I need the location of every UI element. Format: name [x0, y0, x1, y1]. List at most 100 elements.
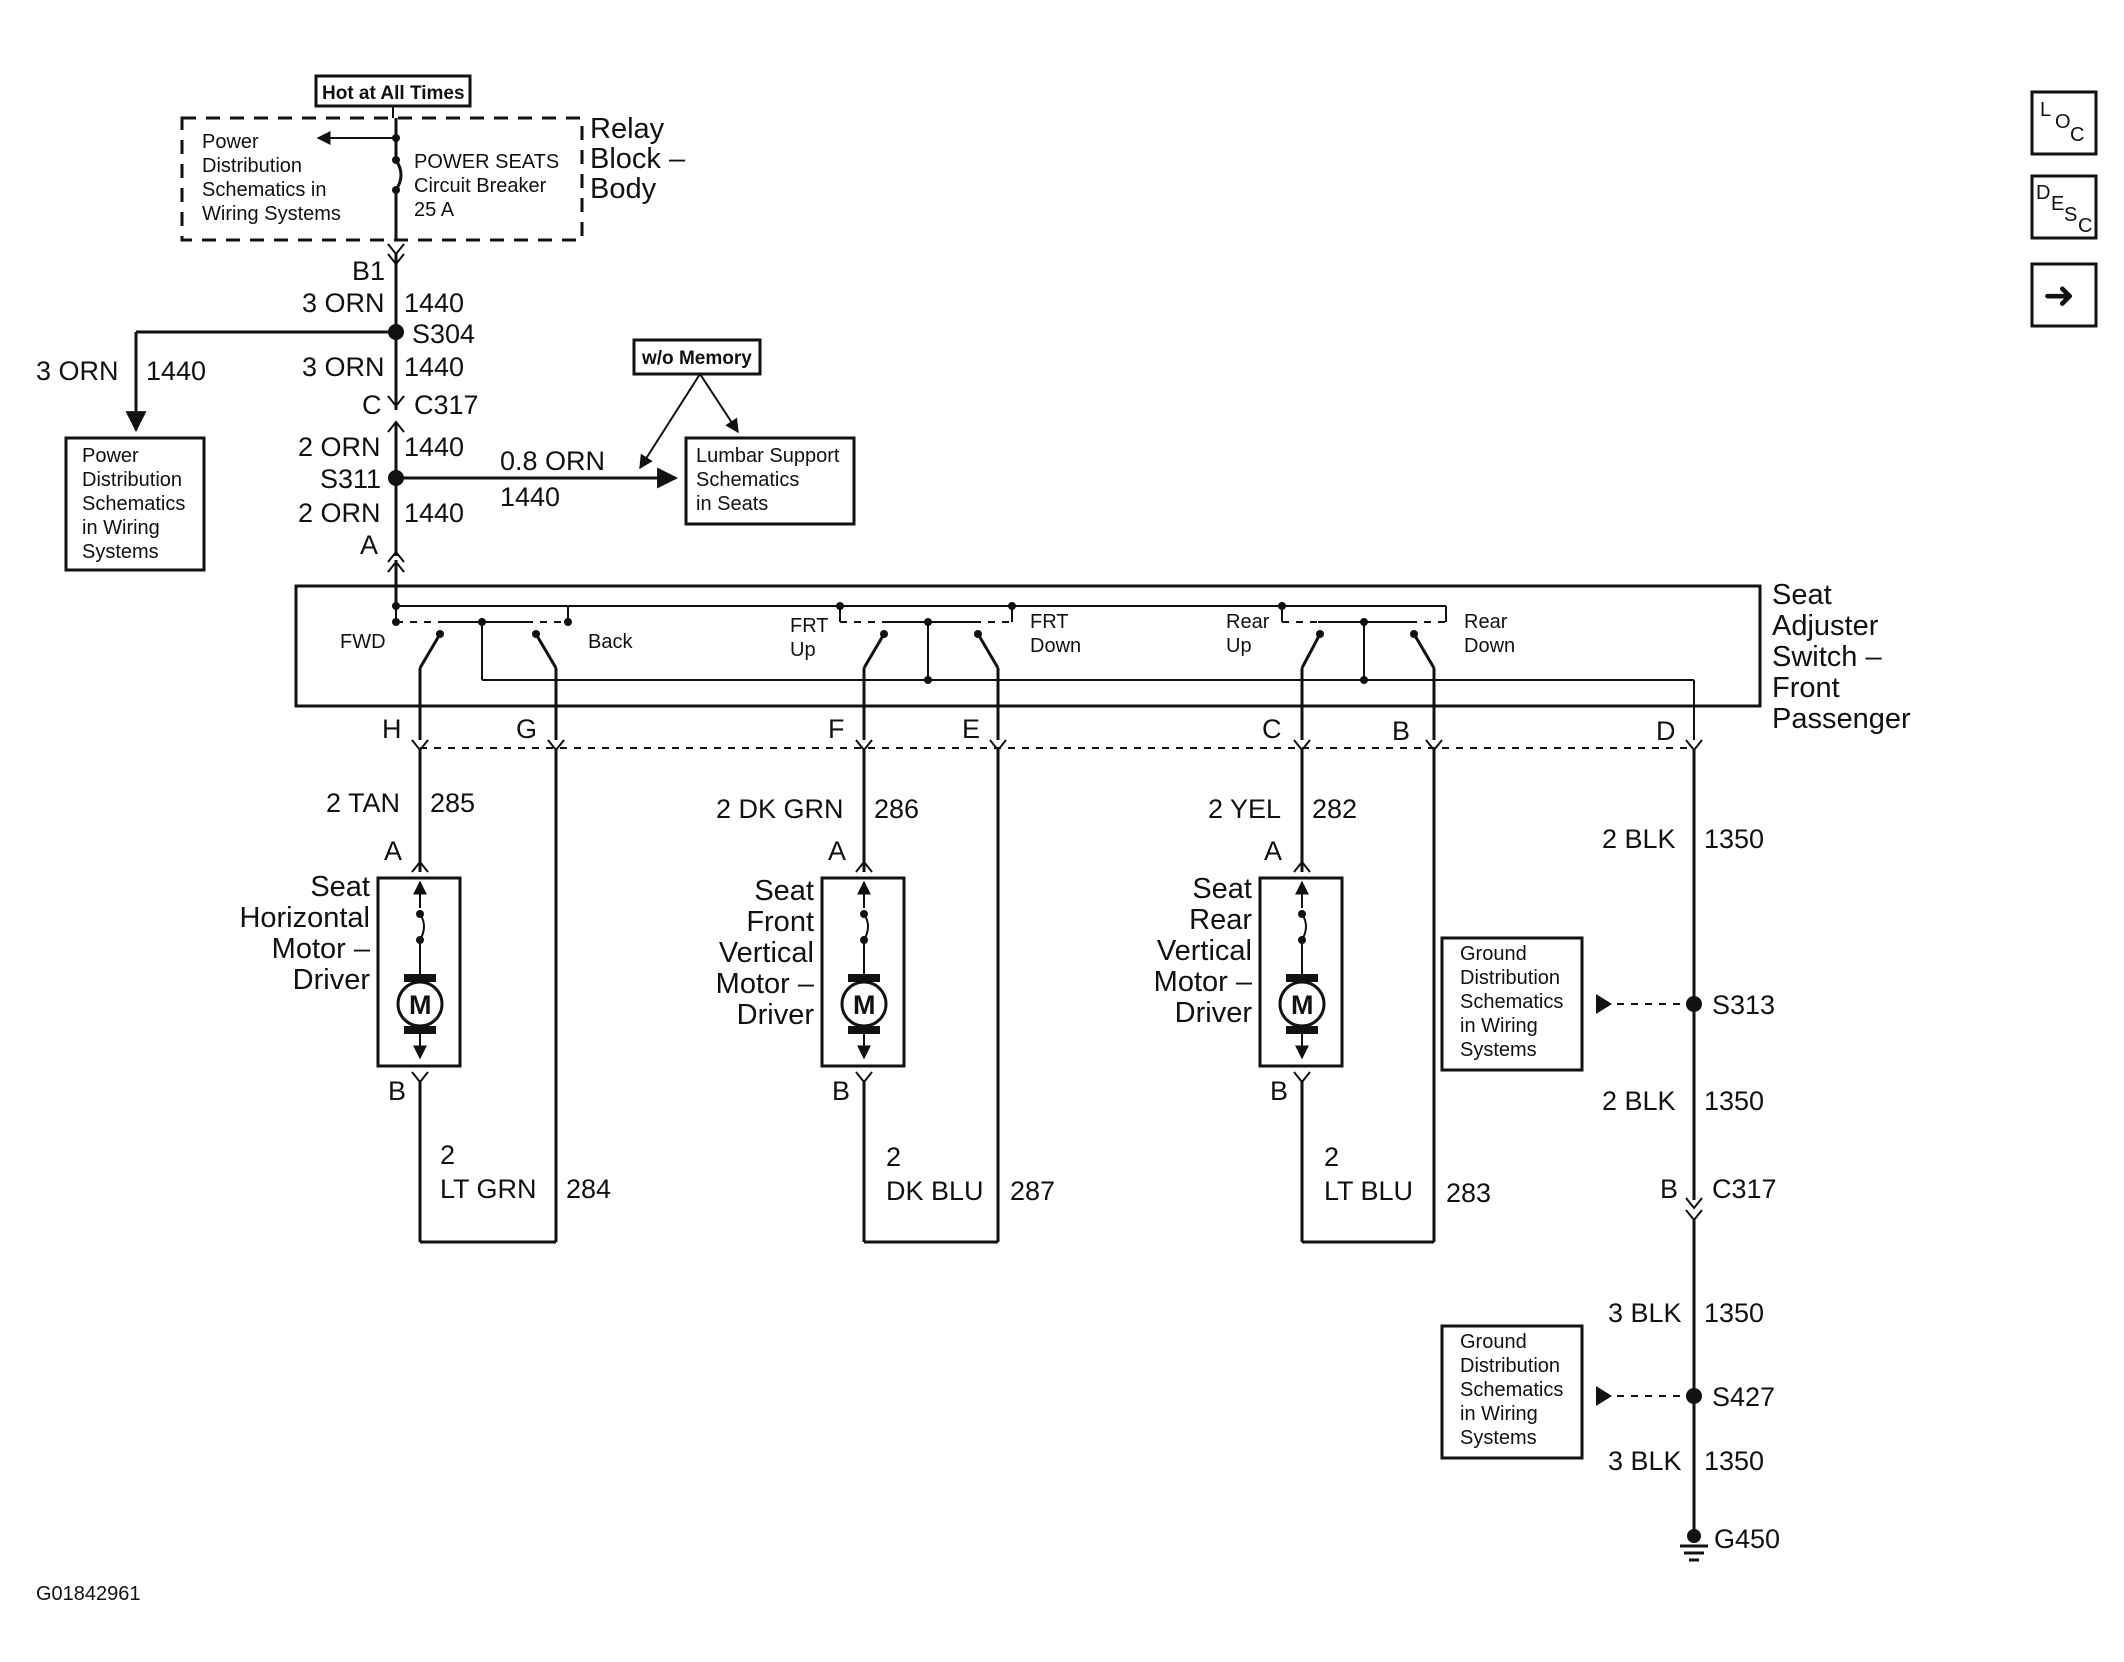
seat-horizontal-motor-label: Seat Horizontal Motor – Driver [239, 871, 370, 996]
splice-s304-label: S304 [412, 319, 475, 349]
wire-circuit-1440-b: 1440 [404, 352, 464, 382]
svg-text:Power: Power [202, 131, 259, 153]
svg-text:Circuit Breaker: Circuit Breaker [414, 175, 547, 197]
svg-text:Down: Down [1030, 635, 1081, 657]
svg-text:Up: Up [1226, 635, 1252, 657]
wire-color-1440-b: 3 ORN [302, 352, 385, 382]
svg-text:Front: Front [1772, 672, 1840, 704]
svg-text:Wiring Systems: Wiring Systems [202, 203, 341, 225]
ground-distribution-ref-2[interactable] [1440, 1324, 1584, 1460]
wire-circuit-285: 285 [430, 788, 475, 818]
switch-pin-d: D [1656, 716, 1676, 746]
seat-front-vertical-motor-circuit: 2 DK GRN 286 A M Seat Front Vertical Mot… [716, 750, 1055, 1244]
svg-text:M: M [409, 990, 432, 1020]
wire-color-1440-a: 3 ORN [302, 288, 385, 318]
svg-text:Horizontal: Horizontal [239, 902, 370, 934]
svg-text:Rear: Rear [1226, 611, 1270, 633]
wo-memory-box [632, 338, 762, 376]
loc-letter-l: L [2040, 99, 2051, 121]
lumbar-support-ref[interactable] [684, 436, 856, 526]
lumbar-wire-circuit: 1440 [500, 482, 560, 512]
circuit-breaker-label: POWER SEATS Circuit Breaker 25 A [414, 151, 559, 221]
seat-rear-vertical-motor-circuit: 2 YEL 282 A M Seat Rear Vertical Motor –… [1154, 750, 1491, 1244]
splice-s313-label: S313 [1712, 990, 1775, 1020]
svg-text:Distribution: Distribution [1460, 967, 1560, 989]
svg-text:Seat: Seat [310, 871, 370, 903]
svg-text:in Wiring: in Wiring [1460, 1015, 1538, 1037]
svg-text:in Wiring: in Wiring [82, 517, 160, 539]
left-wire-circuit: 1440 [146, 356, 206, 386]
connector-c317-bottom-label: C317 [1712, 1174, 1777, 1204]
wire-circuit-1350-a: 1350 [1704, 824, 1764, 854]
wire-circuit-1440-a: 1440 [404, 288, 464, 318]
relay-block-label: Relay Block – Body [590, 113, 686, 205]
svg-text:Seat: Seat [1772, 579, 1832, 611]
svg-text:Adjuster: Adjuster [1772, 610, 1879, 642]
desc-button[interactable]: D E S C [2030, 174, 2098, 240]
power-distribution-ref-left[interactable] [64, 436, 206, 572]
splice-s311-label: S311 [320, 464, 381, 494]
wire-color-284: LT GRN [440, 1174, 537, 1204]
svg-text:Driver: Driver [1175, 997, 1253, 1029]
switch-pin-h: H [382, 714, 402, 744]
ground-g450-icon [1680, 1529, 1708, 1562]
motor-horizontal-pin-a: A [384, 836, 402, 866]
hot-at-all-times-label: Hot at All Times [322, 83, 465, 104]
svg-text:in Seats: in Seats [696, 493, 768, 515]
svg-text:Distribution: Distribution [82, 469, 182, 491]
hot-at-all-times-box [314, 74, 472, 108]
wire-gauge-283: 2 [1324, 1142, 1339, 1172]
switch-pin-e: E [962, 714, 980, 744]
desc-letter-e: E [2051, 193, 2064, 215]
svg-text:FRT: FRT [1030, 611, 1069, 633]
loc-letter-c: C [2070, 124, 2084, 146]
switch-pin-f: F [828, 714, 845, 744]
svg-text:FRT: FRT [790, 615, 829, 637]
switch-rear-down-label: Rear Down [1464, 611, 1515, 657]
svg-text:Switch –: Switch – [1772, 641, 1882, 673]
svg-text:Driver: Driver [293, 964, 371, 996]
ground-distribution-ref-1[interactable] [1440, 936, 1584, 1072]
svg-text:Lumbar Support: Lumbar Support [696, 445, 840, 467]
svg-text:Body: Body [590, 173, 657, 205]
connector-c317-bottom-pin: B [1660, 1174, 1678, 1204]
lumbar-wire-color: 0.8 ORN [500, 446, 605, 476]
seat-adjuster-switch [294, 584, 1762, 708]
left-wire-color: 3 ORN [36, 356, 119, 386]
svg-text:Ground: Ground [1460, 1331, 1527, 1353]
arrow-right-icon: ➜ [2043, 275, 2075, 317]
wire-circuit-1440-c: 1440 [404, 432, 464, 462]
wire-circuit-286: 286 [874, 794, 919, 824]
svg-text:Schematics: Schematics [696, 469, 799, 491]
svg-text:Schematics: Schematics [1460, 991, 1563, 1013]
svg-text:Distribution: Distribution [202, 155, 302, 177]
power-distribution-ref-top[interactable]: Power Distribution Schematics in Wiring … [202, 131, 341, 225]
svg-text:Front: Front [746, 906, 814, 938]
switch-back-label: Back [588, 631, 633, 653]
splice-s427-label: S427 [1712, 1382, 1775, 1412]
wire-circuit-283: 283 [1446, 1178, 1491, 1208]
loc-button[interactable]: L O C [2030, 90, 2098, 156]
svg-text:Motor –: Motor – [716, 968, 815, 1000]
wire-circuit-282: 282 [1312, 794, 1357, 824]
svg-text:Power: Power [82, 445, 139, 467]
svg-text:Motor –: Motor – [272, 933, 371, 965]
next-page-button[interactable]: ➜ [2030, 262, 2098, 328]
wire-color-1350-a: 2 BLK [1602, 824, 1676, 854]
svg-text:Motor –: Motor – [1154, 966, 1253, 998]
wire-gauge-287: 2 [886, 1142, 901, 1172]
wire-color-286: 2 DK GRN [716, 794, 844, 824]
switch-frt-up-label: FRT Up [790, 615, 829, 661]
motor-horizontal-pin-b: B [388, 1076, 406, 1106]
wire-circuit-287: 287 [1010, 1176, 1055, 1206]
seat-adjuster-switch-label: Seat Adjuster Switch – Front Passenger [1772, 579, 1911, 735]
wire-color-1440-c: 2 ORN [298, 432, 381, 462]
wire-color-1350-b: 2 BLK [1602, 1086, 1676, 1116]
wire-circuit-1350-b: 1350 [1704, 1086, 1764, 1116]
svg-text:Up: Up [790, 639, 816, 661]
wo-memory-label: w/o Memory [641, 348, 752, 369]
wire-color-285: 2 TAN [326, 788, 400, 818]
svg-text:Systems: Systems [1460, 1039, 1537, 1061]
motor-front-vertical-pin-a: A [828, 836, 846, 866]
